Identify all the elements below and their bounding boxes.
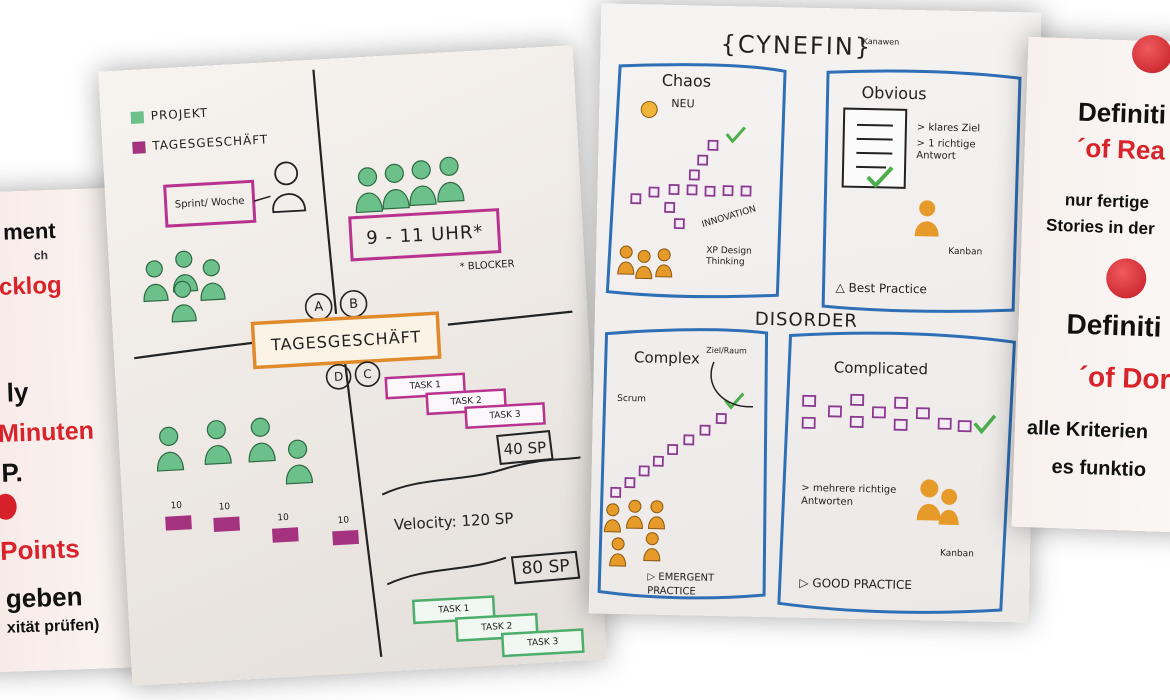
chaos-title: Chaos — [661, 70, 712, 91]
obvious-title: Obvious — [861, 82, 927, 104]
flipchart-1: PROJEKT TAGESGESCHÄFT Sprint/ Woche 9 - … — [98, 45, 607, 686]
cynefin-drawing — [597, 63, 1022, 614]
bar-count: 10 — [337, 515, 350, 527]
quadrant-letter-c: C — [362, 366, 373, 382]
poster-right-line: nur fertige — [1064, 190, 1150, 213]
complicated-title: Complicated — [833, 358, 929, 379]
poster-left-line: P. — [0, 457, 24, 488]
obvious-bullet: > klares Ziel — [916, 122, 981, 135]
poster-left-line: ment — [2, 217, 57, 245]
poster-right: Definiti ´of Rea nur fertige Stories in … — [1011, 34, 1170, 534]
obvious-method: Kanban — [948, 246, 983, 258]
daily-time-label: 9 - 11 UHR* — [365, 221, 484, 249]
quadrant-letter-d: D — [333, 369, 344, 385]
quadrant-letter-b: B — [348, 296, 359, 312]
complex-method: Scrum — [617, 393, 647, 405]
bar-count: 10 — [277, 512, 290, 524]
flipchart-2: {CYNEFIN} Kanawen Chaos NEU INNOVATION X… — [588, 3, 1042, 623]
poster-left-line: geben — [5, 581, 83, 614]
quadrant-letter-a: A — [313, 299, 324, 315]
complicated-method: Kanban — [939, 548, 974, 560]
poster-right-line: es funktio — [1051, 455, 1147, 482]
poster-right-line: Definiti — [1066, 308, 1162, 343]
complex-title: Complex — [633, 348, 701, 368]
task-bottom-3: TASK 3 — [526, 636, 559, 649]
chaos-methods: XP Design Thinking — [705, 245, 752, 268]
magnet-dot — [0, 493, 18, 521]
chaos-new-label: NEU — [671, 96, 695, 111]
poster-left-line: ly — [6, 376, 29, 408]
poster-right-line: Stories in der — [1045, 215, 1155, 239]
complicated-bullet: > mehrere richtige Antworten — [800, 482, 897, 508]
magnet-middle — [1105, 257, 1147, 300]
poster-left-line: Points — [0, 533, 81, 566]
complex-note: Ziel/Raum — [706, 345, 747, 356]
bar-count: 10 — [218, 502, 231, 513]
poster-left-line: ch — [33, 248, 49, 263]
poster-left-line: Minuten — [0, 416, 95, 448]
poster-right-line: Definiti — [1077, 96, 1167, 130]
obvious-bullet: > 1 richtige Antwort — [916, 138, 976, 162]
complicated-practice: ▷ GOOD PRACTICE — [799, 575, 913, 593]
story-points-80: 80 SP — [521, 556, 571, 579]
sprint-box-label: Sprint/ Woche — [174, 195, 245, 211]
poster-right-line: ´of Dor — [1078, 360, 1170, 395]
cynefin-title: {CYNEFIN} — [720, 29, 873, 62]
bar-count: 10 — [170, 500, 183, 512]
poster-right-line: ´of Rea — [1076, 132, 1166, 166]
flipchart-1-drawing — [130, 69, 585, 658]
cynefin-title-note: Kanawen — [862, 36, 900, 47]
obvious-practice: △ Best Practice — [835, 280, 928, 297]
poster-left-line: cklog — [0, 271, 63, 301]
poster-left-line: xität prüfen) — [6, 616, 100, 637]
disorder-label: DISORDER — [754, 308, 859, 332]
poster-right-line: alle Kriterien — [1026, 417, 1149, 444]
story-points-40: 40 SP — [503, 438, 547, 459]
magnet-top — [1131, 34, 1170, 74]
complex-practice: ▷ EMERGENT PRACTICE — [647, 571, 715, 598]
